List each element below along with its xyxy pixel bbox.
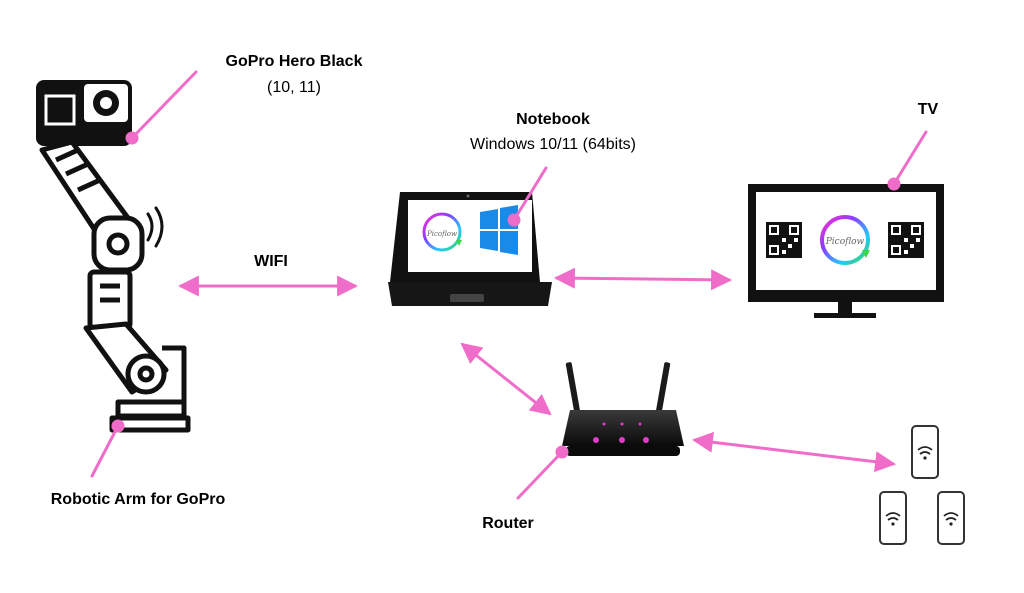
gopro-title: GoPro Hero Black	[225, 53, 363, 70]
laptop-tv-arrow	[553, 267, 733, 291]
arm-callout-line	[90, 424, 120, 478]
gopro-camera-icon	[36, 80, 132, 146]
qr-code-left-icon	[766, 222, 802, 258]
router-icon	[562, 362, 684, 456]
phone-right-icon	[937, 491, 965, 545]
laptop-router-arrow	[460, 342, 552, 416]
qr-code-right-icon	[888, 222, 924, 258]
svg-text:Picoflow: Picoflow	[825, 237, 865, 247]
laptop-icon: Picoflow	[388, 192, 552, 306]
notebook-subtitle: Windows 10/11 (64bits)	[470, 136, 636, 153]
router-phones-arrow	[691, 431, 897, 473]
notebook-callout-line	[512, 166, 548, 222]
gopro-callout-line	[130, 70, 198, 140]
wifi-label: WIFI	[254, 253, 288, 270]
phone-top-icon	[911, 425, 939, 479]
router-callout-line	[516, 450, 564, 500]
tv-callout-line	[892, 130, 928, 186]
notebook-title: Notebook	[516, 111, 590, 128]
gopro-subtitle: (10, 11)	[267, 79, 321, 96]
tv-icon: Picoflow	[748, 184, 944, 318]
robotic-arm-label: Robotic Arm for GoPro	[50, 491, 226, 508]
tv-title: TV	[917, 101, 939, 118]
router-label: Router	[482, 515, 534, 532]
svg-text:Picoflow: Picoflow	[426, 230, 457, 238]
phone-left-icon	[879, 491, 907, 545]
robotic-arm-icon	[39, 139, 191, 433]
arm-signal-icon	[146, 206, 164, 248]
